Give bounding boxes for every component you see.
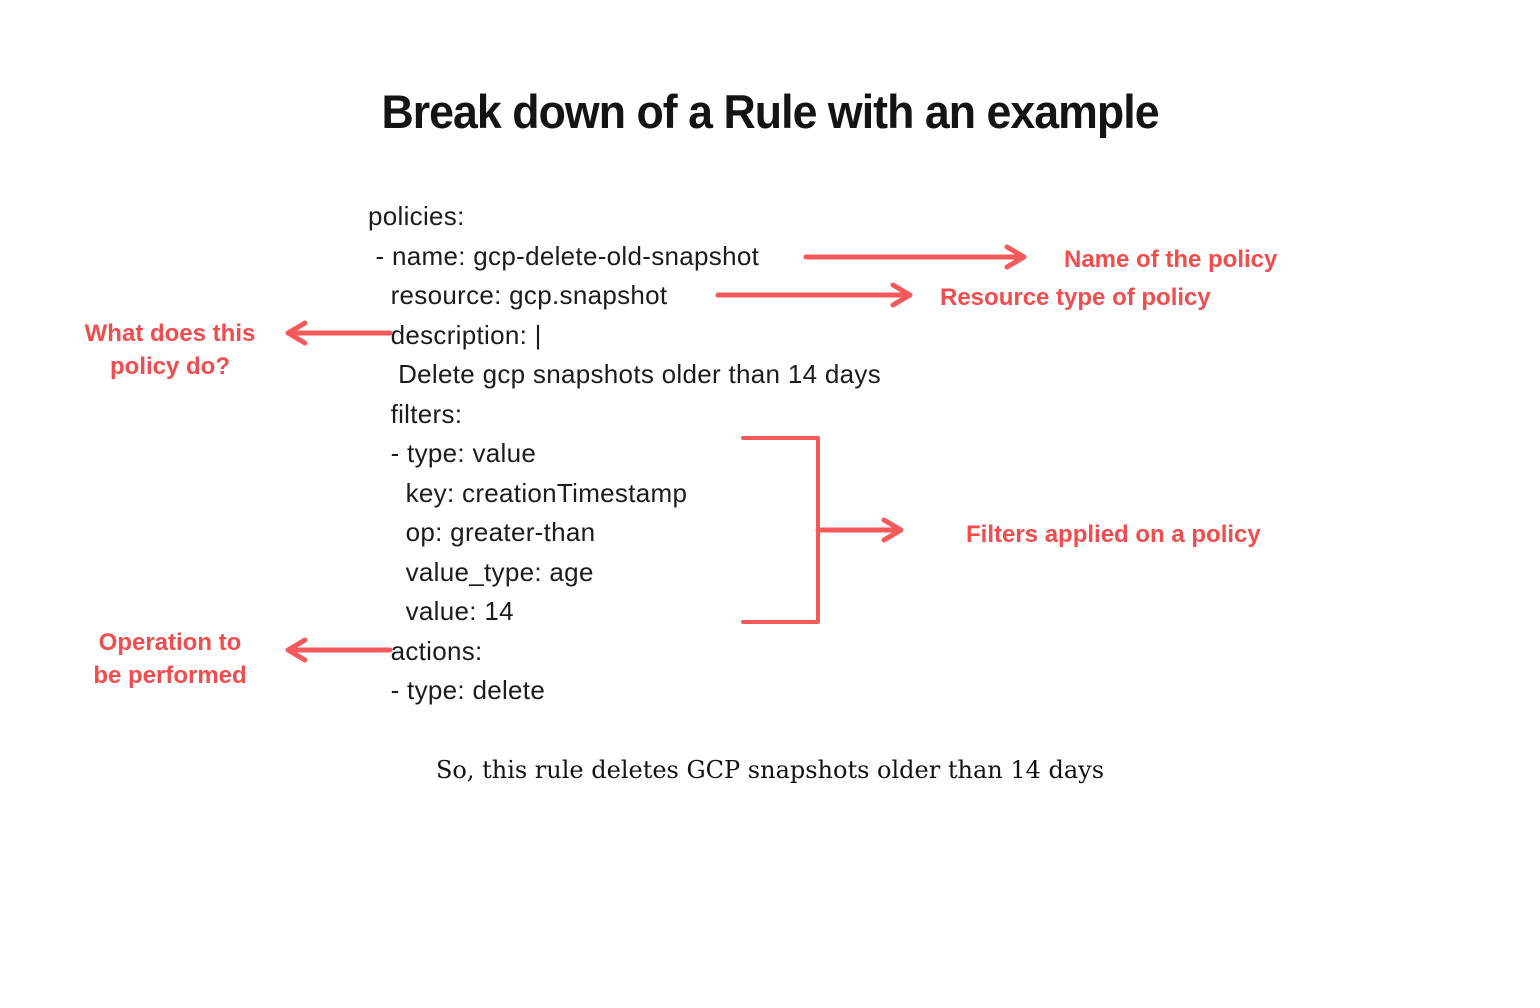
summary-text: So, this rule deletes GCP snapshots olde… xyxy=(435,756,1105,784)
arrow-actions xyxy=(285,637,393,663)
arrow-description xyxy=(285,320,393,346)
filters-bracket-arrow xyxy=(741,436,904,624)
page-title-text: Break down of a Rule with an example xyxy=(381,85,1159,138)
arrow-resource-type xyxy=(715,282,913,308)
arrow-name-of-policy xyxy=(803,244,1027,270)
annotation-description: What does this policy do? xyxy=(84,320,256,380)
annotation-resource-type: Resource type of policy xyxy=(940,284,1211,311)
annotation-filters: Filters applied on a policy xyxy=(966,521,1261,548)
annotation-actions: Operation to be performed xyxy=(93,629,247,689)
annotation-name-of-policy: Name of the policy xyxy=(1064,246,1278,273)
page-title: Break down of a Rule with an example xyxy=(0,84,1540,139)
yaml-code-block: policies: - name: gcp-delete-old-snapsho… xyxy=(368,201,881,705)
